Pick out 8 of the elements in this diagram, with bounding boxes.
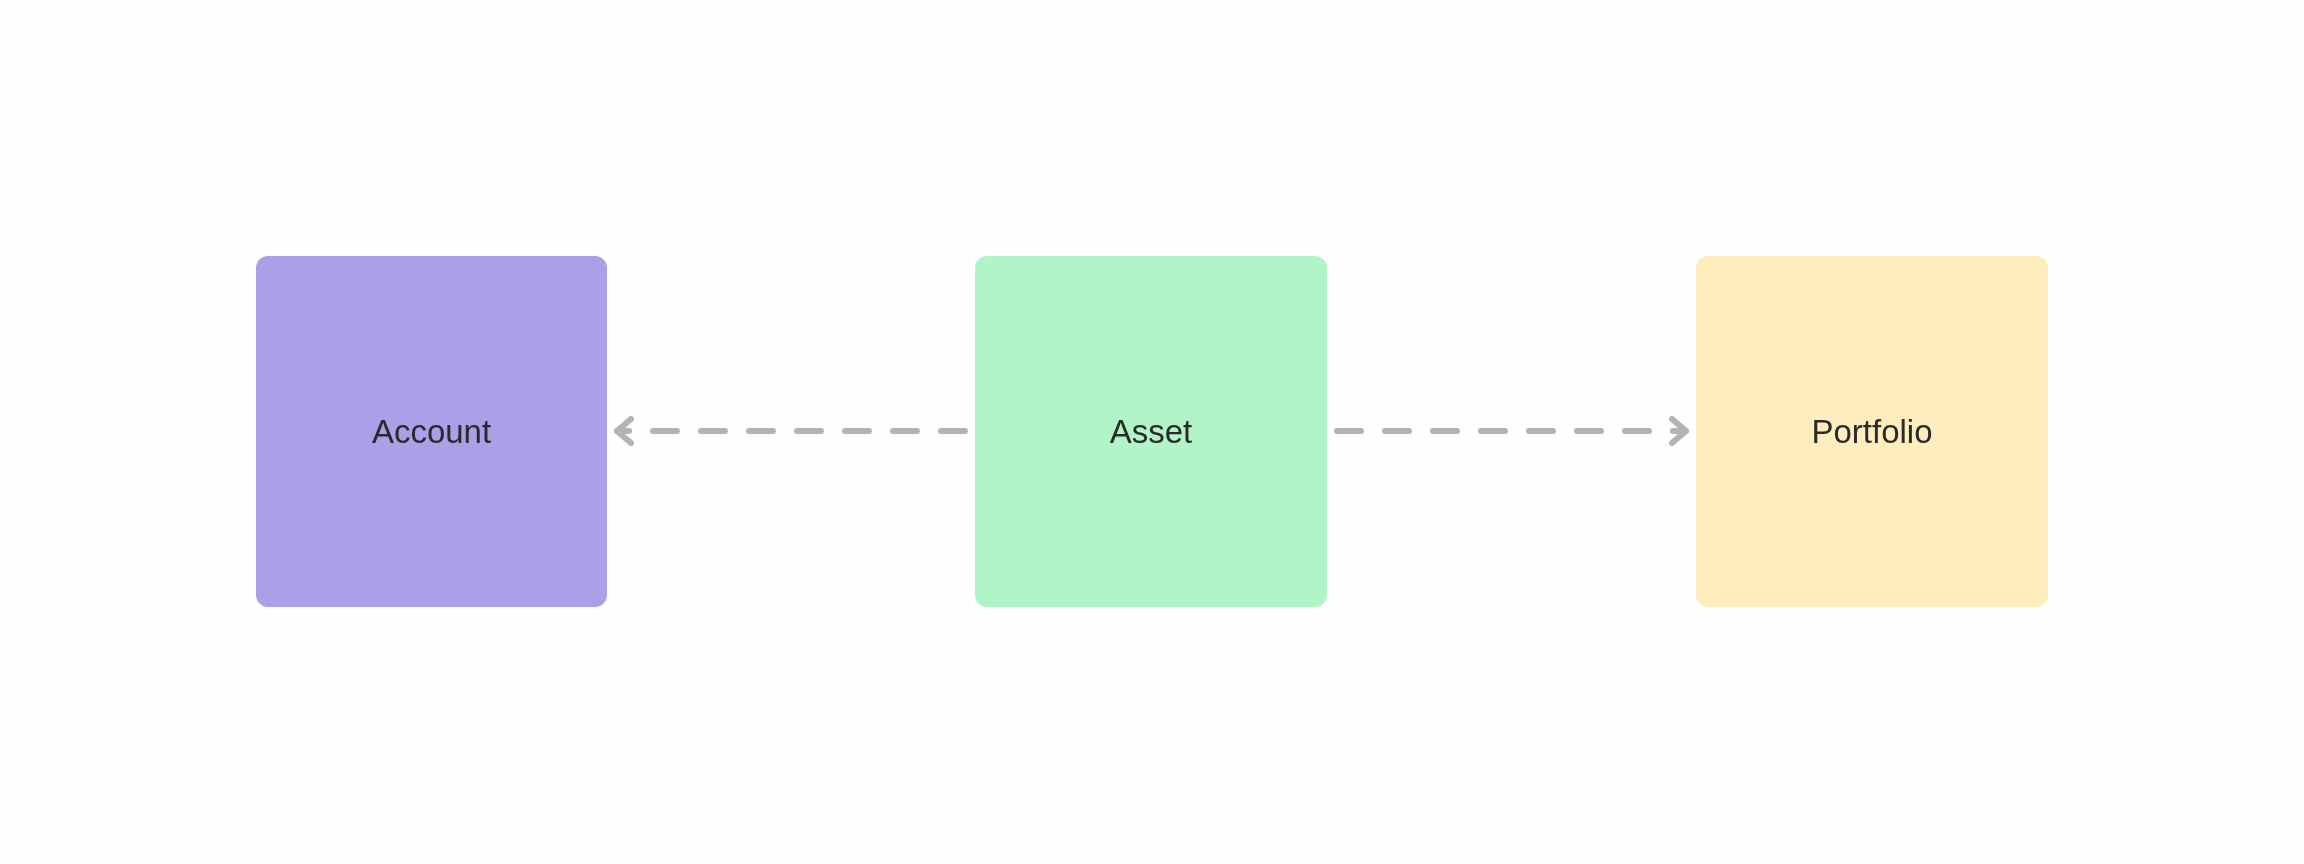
entity-label: Asset: [1109, 412, 1193, 451]
entity-box: [256, 256, 607, 607]
dashed-arrow: [1334, 416, 1689, 446]
entity-label: Account: [371, 412, 492, 451]
dashed-arrow: [614, 416, 968, 446]
entity-label: Portfolio: [1811, 412, 1933, 451]
entity-box: [975, 256, 1327, 607]
entity-box: [1696, 256, 2048, 607]
